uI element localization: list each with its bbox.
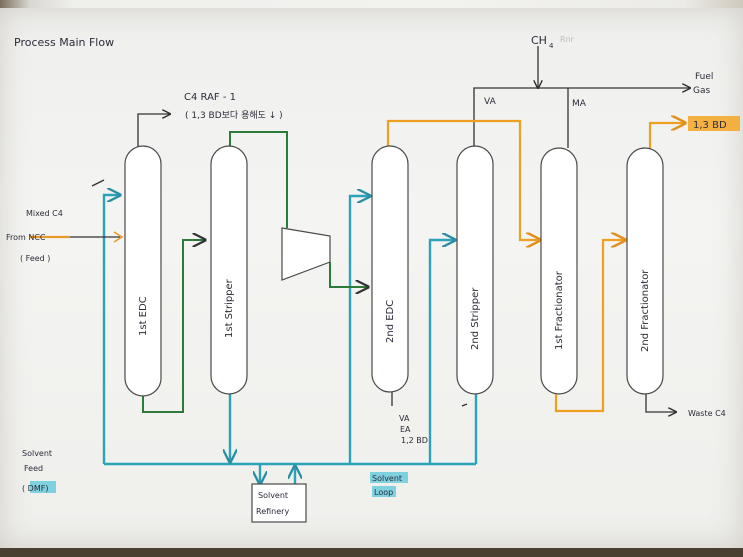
refinery-label-1: Solvent: [258, 491, 288, 500]
columns: [124, 145, 664, 397]
solvent-loop-label-1: Solvent: [372, 474, 402, 483]
column-2nd-stripper: [456, 145, 494, 395]
bottoms-label-3: 1,2 BD: [401, 436, 428, 445]
bottoms-label-2: EA: [400, 425, 411, 434]
product-highlight: [688, 116, 740, 131]
column-2nd-edc: [371, 145, 409, 393]
waste-outlet: [645, 394, 676, 412]
solvent-to-2nd-stripper: [428, 240, 455, 464]
label-1st-fractionator: 1st Fractionator: [554, 270, 565, 350]
waste-label: Waste C4: [688, 409, 726, 418]
solvent-refinery-box: [251, 483, 307, 523]
bottoms-label-1: VA: [399, 414, 410, 423]
diagram-title: Process Main Flow: [14, 36, 114, 49]
frac2-top-product: [648, 123, 685, 148]
label-2nd-stripper: 2nd Stripper: [470, 287, 481, 350]
loop-highlight-2: [372, 486, 396, 497]
ch4-faint-note: Rnr: [560, 35, 575, 44]
label-2nd-edc: 2nd EDC: [385, 300, 396, 343]
solvent-to-1st-edc: [102, 195, 120, 464]
compressor-icon: [281, 227, 331, 281]
c4-raf-label-1: C4 RAF - 1: [184, 92, 236, 103]
loop-highlight-1: [370, 472, 408, 483]
label-1st-stripper: 1st Stripper: [224, 278, 235, 338]
dmf-highlight: [30, 481, 56, 493]
label-1st-edc: 1st EDC: [138, 296, 149, 336]
stripper1-top-to-compressor: [229, 131, 288, 228]
column-1st-stripper: [210, 145, 248, 395]
c4-raf-label-2: ( 1,3 BD보다 용해도 ↓ ): [185, 110, 283, 121]
column-1st-edc: [124, 145, 162, 397]
solvent-to-2nd-edc: [348, 196, 370, 464]
c4-raf-outlet: [137, 114, 170, 148]
solvent-lines: [102, 195, 478, 484]
solvent-loop-label-2: Loop: [374, 488, 393, 497]
ma-top-label: MA: [572, 99, 587, 109]
frac1-bottom-to-frac2: [554, 240, 625, 413]
fuel-gas-header: [473, 88, 690, 146]
pen-mark-2: [461, 403, 468, 407]
column-1st-fractionator: [540, 147, 578, 395]
solvent-feed-label-2: Feed: [24, 464, 43, 473]
feed-label-2: From NCC: [6, 233, 46, 242]
solvent-feed-label-1: Solvent: [22, 449, 52, 458]
feed-label-3: ( Feed ): [20, 254, 50, 263]
ch4-label: CH: [531, 34, 547, 47]
fuel-gas-label-2: Gas: [693, 86, 710, 96]
fuel-gas-label-1: Fuel: [695, 72, 713, 82]
edc2-top-to-frac1: [386, 119, 540, 240]
va-top-label: VA: [484, 97, 497, 107]
column-2nd-fractionator: [626, 147, 664, 395]
feed-label-1: Mixed C4: [26, 209, 63, 218]
table-edge: [0, 548, 743, 557]
solvent-feed-label-3: ( DMF): [22, 484, 48, 493]
black-lines: [70, 46, 690, 412]
green-lines: [142, 131, 368, 413]
product-label: 1,3 BD: [693, 120, 727, 131]
feed-arrowhead: [113, 231, 124, 243]
label-2nd-fractionator: 2nd Fractionator: [640, 269, 651, 352]
refinery-label-2: Refinery: [256, 507, 289, 516]
pen-mark-1: [91, 179, 105, 187]
edc1-bottom-to-stripper1: [142, 240, 205, 413]
orange-lines: [30, 119, 685, 413]
ch4-subscript: 4: [549, 42, 554, 50]
compressor-to-2nd-edc: [329, 262, 368, 287]
